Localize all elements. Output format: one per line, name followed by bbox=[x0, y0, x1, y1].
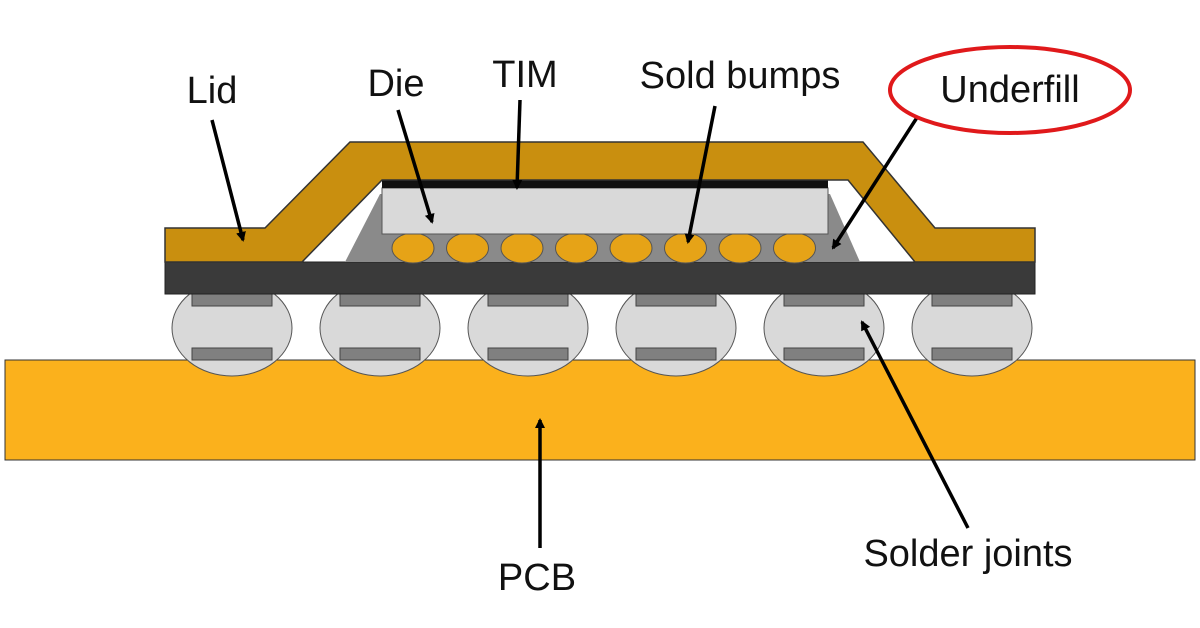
solder-pad bbox=[783, 293, 865, 307]
die-label: Die bbox=[367, 63, 424, 105]
lid-arrow bbox=[210, 119, 246, 242]
solder-bump bbox=[609, 232, 653, 264]
solder-bump bbox=[555, 232, 598, 264]
solder-pad bbox=[931, 293, 1013, 307]
solder-bump bbox=[718, 232, 762, 264]
die bbox=[381, 187, 829, 235]
solder-pad bbox=[191, 347, 273, 361]
solder-bumps-group bbox=[391, 232, 816, 264]
solder-pad bbox=[339, 347, 421, 361]
solder-pad bbox=[339, 293, 421, 307]
solder-joints-arrow bbox=[860, 320, 970, 529]
package-substrate bbox=[164, 261, 1036, 295]
pcb-label: PCB bbox=[498, 557, 576, 599]
tim-arrow bbox=[512, 99, 523, 190]
tim-layer bbox=[382, 180, 828, 188]
die-arrow bbox=[396, 109, 435, 224]
underfill-arrow bbox=[831, 115, 920, 250]
package-lid bbox=[164, 141, 1036, 263]
solder-pad bbox=[487, 293, 569, 307]
solder-joints-label: Solder joints bbox=[863, 533, 1072, 575]
solder-pad bbox=[931, 347, 1013, 361]
solder-bump bbox=[446, 232, 489, 264]
solder-bump bbox=[391, 232, 435, 264]
solder-pad bbox=[635, 293, 717, 307]
lid-label: Lid bbox=[187, 70, 238, 112]
solder-joints-group bbox=[171, 279, 1033, 377]
underfill-highlight-ellipse bbox=[888, 45, 1132, 135]
solder-pad bbox=[191, 293, 273, 307]
solder-pad bbox=[487, 347, 569, 361]
sold-bumps-label: Sold bumps bbox=[640, 55, 841, 97]
tim-label: TIM bbox=[492, 54, 557, 96]
underfill-label: Underfill bbox=[940, 69, 1079, 111]
solder-bump bbox=[664, 232, 707, 264]
solder-bump bbox=[500, 232, 544, 264]
pcb-board bbox=[4, 359, 1196, 461]
solder-pad bbox=[783, 347, 865, 361]
solder-bump bbox=[773, 232, 816, 264]
sold-bumps-arrow bbox=[684, 105, 717, 244]
solder-pad bbox=[635, 347, 717, 361]
